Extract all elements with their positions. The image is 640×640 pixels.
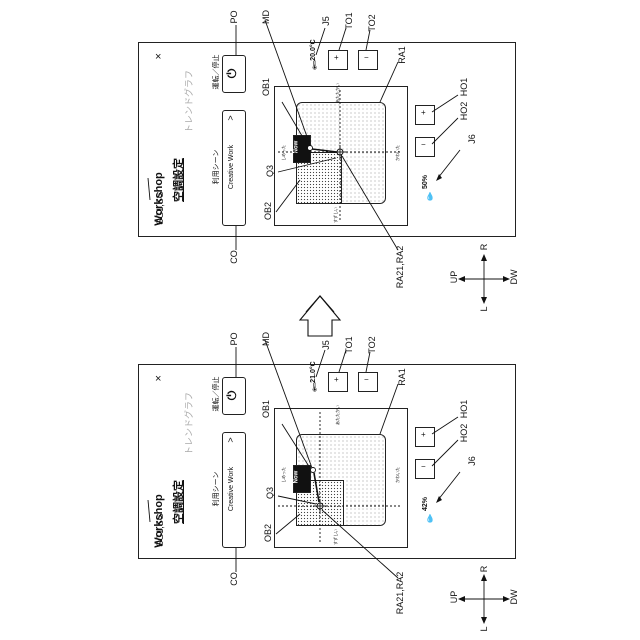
label-sg-after: SG1,SG (155, 188, 165, 228)
leader-q3-after (278, 158, 336, 172)
label-co-before: CO (229, 569, 239, 589)
label-ra21-before: RA21,RA2 (395, 571, 405, 615)
label-ho2-after: HO2 (459, 99, 469, 123)
label-j5-before: J5 (321, 335, 331, 355)
compass-r-before: R (479, 559, 489, 579)
leader-ob1-after (282, 102, 308, 146)
label-md-after: MD (261, 7, 271, 27)
leader-ra21-after (342, 156, 398, 250)
label-ho1-before: HO1 (459, 397, 469, 421)
label-co-after: CO (229, 247, 239, 267)
label-ho2-before: HO2 (459, 421, 469, 445)
j6-arrow-after (438, 150, 460, 178)
compass-l-before: L (479, 619, 489, 639)
compass-up-before: UP (449, 587, 459, 607)
compass-up-after: UP (449, 267, 459, 287)
leader-ra21-before (322, 510, 398, 578)
compass-l-after: L (479, 299, 489, 319)
leader-ra1-before (380, 384, 398, 434)
leader-md-before (265, 340, 312, 468)
label-ra1-before: RA1 (397, 365, 407, 389)
now-dot-after (308, 146, 313, 151)
leader-ob2-after (276, 180, 300, 212)
label-j6-before: J6 (467, 451, 477, 471)
now-to-target-before (314, 473, 319, 502)
j6-arrowhead-after (436, 174, 442, 181)
leader-sg-after (148, 178, 150, 200)
leader-ho1-before (432, 417, 458, 434)
transition-arrow-body (300, 296, 340, 336)
leader-ho1-after (432, 95, 458, 112)
leader-ob1-before (282, 424, 310, 468)
leader-md-after (265, 20, 310, 145)
label-to2-before: TO2 (367, 333, 377, 357)
label-ob1-before: OB1 (261, 397, 271, 421)
label-po-before: PO (229, 329, 239, 349)
label-to2-after: TO2 (367, 11, 377, 35)
label-md-before: MD (261, 329, 271, 349)
label-j5-after: J5 (321, 11, 331, 31)
label-q3-before: Q3 (265, 483, 275, 503)
compass-dw-after: DW (509, 267, 519, 287)
leader-j5-after (316, 28, 325, 55)
label-ob2-after: OB2 (263, 199, 273, 223)
label-ob2-before: OB2 (263, 521, 273, 545)
transition-arrow (306, 296, 334, 312)
leader-sg-before (148, 500, 150, 522)
label-ho1-after: HO1 (459, 75, 469, 99)
compass-arrow-up (458, 276, 465, 282)
leader-ra1-after (380, 62, 398, 102)
label-to1-after: TO1 (344, 9, 354, 33)
compass-arrow-up (458, 596, 465, 602)
label-to1-before: TO1 (344, 333, 354, 357)
j6-arrow-before (438, 472, 460, 500)
label-sg-before: SG1,SG (155, 510, 165, 550)
compass-dw-before: DW (509, 587, 519, 607)
now-dot-before (311, 468, 316, 473)
compass-r-after: R (479, 237, 489, 257)
label-ob1-after: OB1 (261, 75, 271, 99)
label-po-after: PO (229, 7, 239, 27)
label-ra21-after: RA21,RA2 (395, 245, 405, 289)
leader-ho2-after (432, 118, 458, 144)
leader-q3-before (278, 496, 316, 504)
label-q3-after: Q3 (265, 161, 275, 181)
leader-ho2-before (432, 440, 458, 466)
label-j6-after: J6 (467, 129, 477, 149)
leader-ob2-before (276, 514, 300, 534)
j6-arrowhead-before (436, 496, 442, 503)
label-ra1-after: RA1 (397, 43, 407, 67)
